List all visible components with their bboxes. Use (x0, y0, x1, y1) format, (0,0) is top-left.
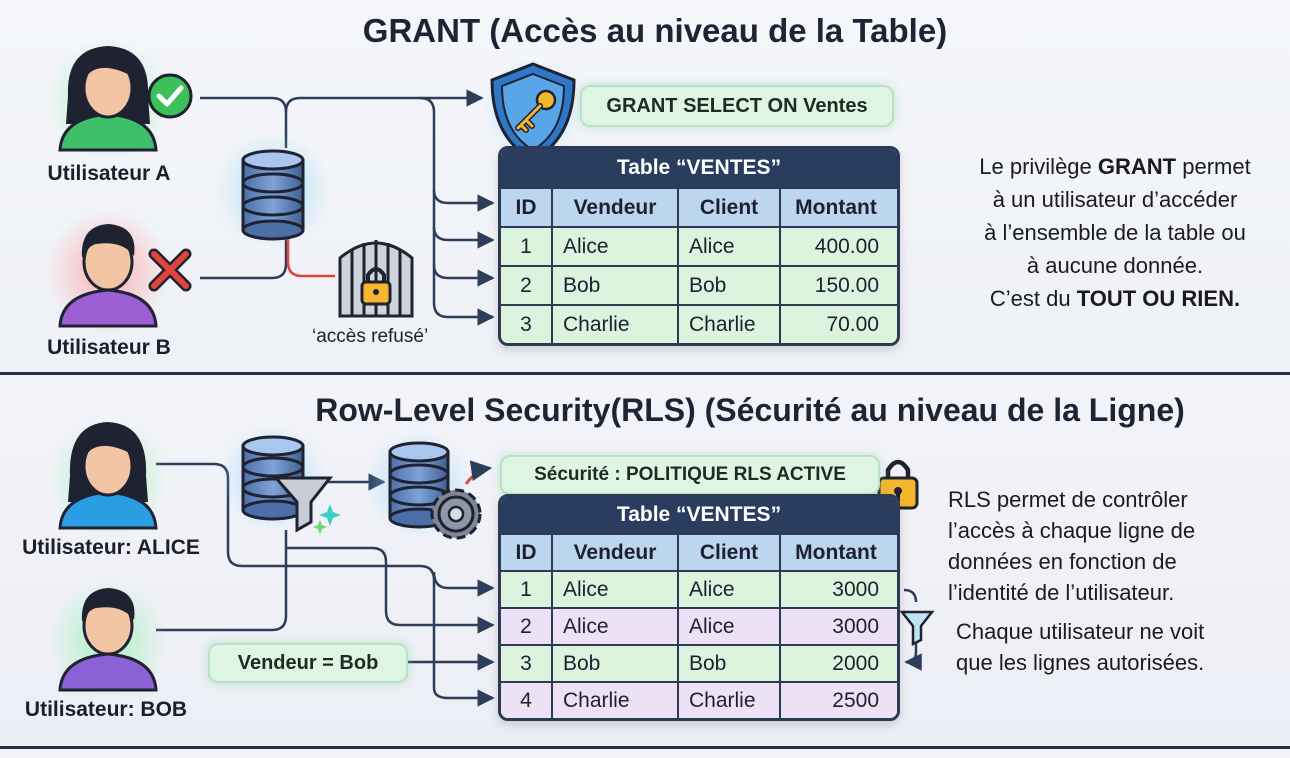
cell-client: Charlie (677, 306, 779, 343)
grant-desc-text: Le privilège (979, 154, 1098, 179)
rls-desc-line-2: l’accès à chaque ligne de (948, 518, 1196, 543)
table-row: 1 Alice Alice 3000 (501, 570, 897, 607)
sparkle-icon (313, 504, 341, 534)
rls-desc-line-1: RLS permet de contrôler (948, 487, 1188, 512)
header-id: ID (515, 195, 537, 219)
user-male-icon (46, 210, 170, 334)
header-client: Client (677, 189, 779, 226)
database-icon (215, 132, 331, 248)
table-row: 2 Bob Bob 150.00 (501, 265, 897, 304)
user-alice-label: Utilisateur: ALICE (22, 536, 200, 559)
grant-desc-line-4: à aucune donnée. (1026, 253, 1204, 278)
cell-client: Bob (677, 646, 779, 681)
user-female-icon (48, 418, 168, 538)
cell-vendeur: Bob (551, 646, 677, 681)
cell-montant: 400.00 (779, 228, 891, 265)
header-vendeur: Vendeur (551, 535, 677, 570)
cell-montant: 70.00 (779, 306, 891, 343)
grant-select-pill: GRANT SELECT ON Ventes (580, 85, 894, 127)
table-header-row: ID Vendeur Client Montant (501, 533, 897, 570)
table-row: 3 Bob Bob 2000 (501, 644, 897, 681)
grant-ventes-table: Table “VENTES” ID Vendeur Client Montant… (498, 146, 900, 346)
cell-vendeur: Charlie (551, 683, 677, 718)
funnel-icon (272, 476, 334, 533)
cell-montant: 2500 (779, 683, 891, 718)
cell-client: Alice (677, 228, 779, 265)
rls-desc-line-4: l’identité de l’utilisateur. (948, 580, 1175, 605)
all-or-nothing-keyword: TOUT OU RIEN. (1076, 286, 1241, 311)
funnel-icon (899, 610, 935, 647)
cell-id: 1 (520, 234, 532, 258)
cell-client: Bob (677, 267, 779, 304)
lock-icon (360, 267, 392, 306)
rls-policy-pill: Sécurité : POLITIQUE RLS ACTIVE (500, 455, 880, 495)
section-divider (0, 372, 1290, 375)
grant-keyword: GRANT (1097, 154, 1177, 179)
cell-id: 2 (520, 614, 532, 638)
user-bob-label: Utilisateur: BOB (24, 698, 188, 721)
grant-desc-line-5: C’est du TOUT OU RIEN. (950, 282, 1280, 315)
grant-desc-line-3: à l’ensemble de la table ou (984, 220, 1246, 245)
cell-id: 1 (520, 577, 532, 601)
table-caption: Table “VENTES” (501, 497, 897, 533)
grant-connectors (200, 89, 495, 326)
header-vendeur: Vendeur (551, 189, 677, 226)
filter-pill: Vendeur = Bob (208, 643, 408, 683)
cell-id: 4 (520, 688, 532, 712)
grant-desc-line-1: Le privilège GRANT permet (950, 150, 1280, 183)
cell-id: 2 (520, 273, 532, 297)
header-client: Client (677, 535, 779, 570)
access-denied-label: ‘accès refusé’ (312, 326, 429, 347)
user-female-icon (46, 38, 170, 162)
cell-id: 3 (520, 312, 532, 336)
cross-icon (148, 248, 192, 292)
header-id: ID (515, 540, 537, 564)
rls-desc-line-3: données en fonction de (948, 549, 1177, 574)
rls-ventes-table: Table “VENTES” ID Vendeur Client Montant… (498, 494, 900, 721)
gear-icon (430, 488, 482, 540)
cell-client: Alice (677, 572, 779, 607)
cell-vendeur: Bob (551, 267, 677, 304)
cell-vendeur: Alice (551, 609, 677, 644)
cell-montant: 150.00 (779, 267, 891, 304)
denied-connector (286, 238, 335, 278)
cell-montant: 3000 (779, 572, 891, 607)
grant-desc-text: permet (1176, 154, 1251, 179)
bottom-border (0, 746, 1290, 749)
cell-client: Alice (677, 609, 779, 644)
table-row: 4 Charlie Charlie 2500 (501, 681, 897, 718)
grant-title: GRANT (Accès au niveau de la Table) (362, 12, 948, 49)
table-header-row: ID Vendeur Client Montant (501, 187, 897, 226)
table-row: 2 Alice Alice 3000 (501, 607, 897, 644)
cell-vendeur: Alice (551, 228, 677, 265)
header-montant: Montant (779, 189, 891, 226)
grant-description: Le privilège GRANT permet à un utilisate… (950, 150, 1280, 315)
cell-id: 3 (520, 651, 532, 675)
cell-vendeur: Alice (551, 572, 677, 607)
cell-montant: 3000 (779, 609, 891, 644)
check-icon (147, 73, 193, 119)
table-caption: Table “VENTES” (501, 149, 897, 187)
grant-desc-text: C’est du (989, 286, 1077, 311)
shield-key-icon (483, 58, 583, 162)
rls-title: Row-Level Security(RLS) (Sécurité au niv… (315, 392, 1185, 428)
table-row: 1 Alice Alice 400.00 (501, 226, 897, 265)
table-row: 3 Charlie Charlie 70.00 (501, 304, 897, 343)
user-a-label: Utilisateur A (47, 162, 171, 185)
cell-montant: 2000 (779, 646, 891, 681)
grant-desc-line-2: à un utilisateur d’accéder (992, 187, 1238, 212)
rls-desc-line-5: Chaque utilisateur ne voit (956, 619, 1205, 644)
cell-client: Charlie (677, 683, 779, 718)
rls-description: RLS permet de contrôler l’accès à chaque… (948, 484, 1278, 678)
rls-desc-line-6: que les lignes autorisées. (956, 650, 1205, 675)
user-b-label: Utilisateur B (47, 336, 171, 359)
header-montant: Montant (779, 535, 891, 570)
cell-vendeur: Charlie (551, 306, 677, 343)
user-male-icon (48, 580, 168, 700)
